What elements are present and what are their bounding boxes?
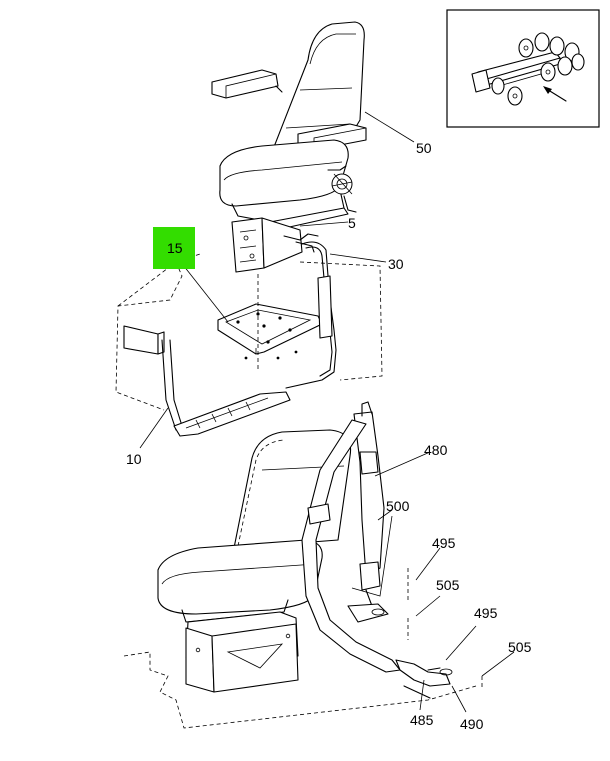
suspension-seat-icon [211, 21, 367, 231]
callout-490[interactable]: 490 [460, 716, 484, 732]
callout-30[interactable]: 30 [388, 256, 404, 272]
callout-500[interactable]: 500 [386, 498, 410, 514]
callout-label: 15 [167, 240, 183, 256]
seat-mounting-plate [217, 274, 323, 370]
callout-485[interactable]: 485 [410, 712, 434, 728]
callout-505-upper[interactable]: 505 [436, 577, 460, 593]
truck-chassis-locator-icon [446, 9, 600, 128]
leader-lines [139, 111, 515, 713]
cab-wall-panel [123, 325, 291, 437]
callout-495-upper[interactable]: 495 [432, 535, 456, 551]
cab-floor-outline-bottom [123, 568, 483, 729]
callout-50[interactable]: 50 [416, 140, 432, 156]
callout-480[interactable]: 480 [424, 442, 448, 458]
highlighted-callout-15[interactable]: 15 [153, 227, 195, 269]
callout-5[interactable]: 5 [348, 215, 356, 231]
seat-with-belt-icon [157, 401, 453, 693]
cab-floor-outline-top [115, 253, 383, 411]
callout-505-lower[interactable]: 505 [508, 639, 532, 655]
callout-495-lower[interactable]: 495 [474, 605, 498, 621]
seat-riser-bracket [231, 217, 319, 273]
callout-10[interactable]: 10 [126, 451, 142, 467]
seat-belt-cable [285, 241, 337, 389]
